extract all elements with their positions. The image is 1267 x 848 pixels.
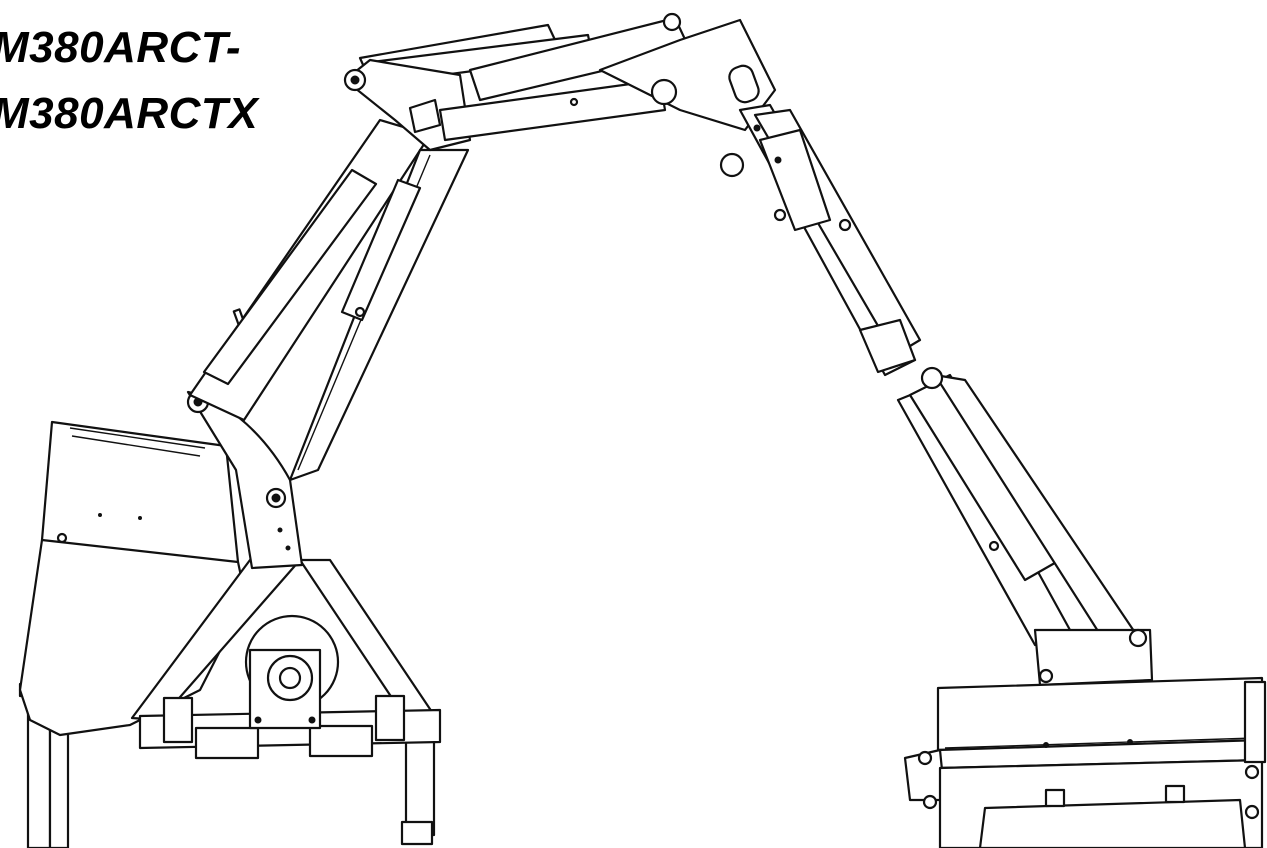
rear-hood: [18, 420, 248, 737]
third-boom: [896, 366, 1154, 687]
mower-head: [903, 676, 1267, 848]
gearbox: [244, 614, 340, 730]
second-boom: [468, 12, 777, 178]
second-boom-arm: [738, 103, 922, 377]
model-title-line-1: M380ARCT-: [0, 23, 241, 72]
model-title-line-2: M380ARCTX: [0, 89, 259, 138]
boom-elbow: [343, 58, 667, 152]
